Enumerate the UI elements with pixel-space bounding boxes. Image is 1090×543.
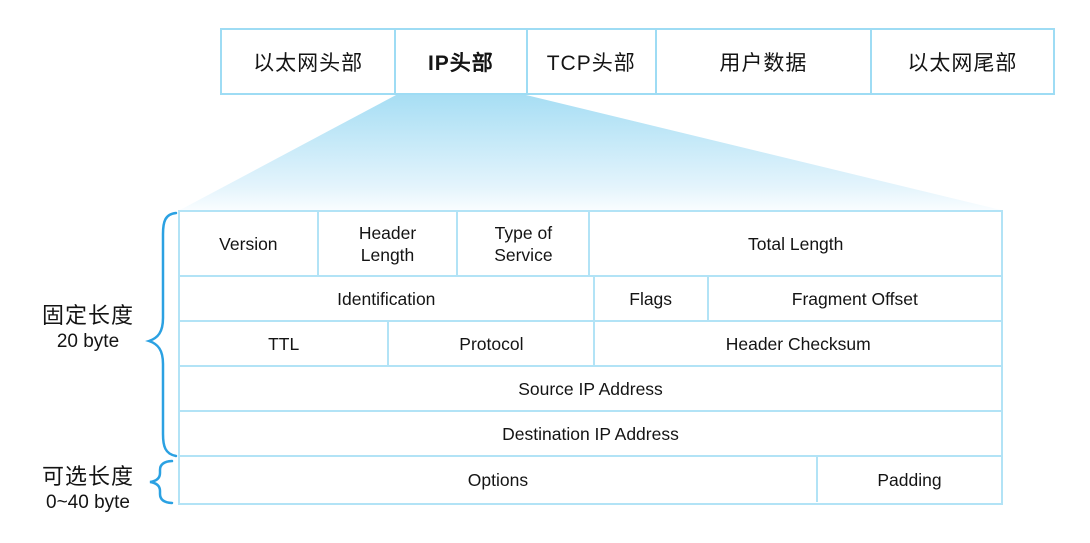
- field-label: TTL: [268, 333, 300, 354]
- optional-length-title: 可选长度: [41, 464, 134, 489]
- frame-cell-label: 以太网尾部: [907, 51, 1018, 75]
- field-destination-ip: Destination IP Address: [180, 412, 1001, 455]
- field-label: Protocol: [459, 333, 524, 354]
- field-label: Padding: [877, 469, 942, 490]
- field-label: Destination IP Address: [502, 423, 679, 444]
- frame-cell-label: 以太网头部: [253, 51, 364, 75]
- field-header-checksum: Header Checksum: [595, 322, 1001, 365]
- field-label: Options: [467, 469, 529, 490]
- field-fragment-offset: Fragment Offset: [709, 277, 1001, 320]
- frame-cell-ethernet-trailer: 以太网尾部: [872, 30, 1053, 93]
- fixed-length-title: 固定长度: [41, 303, 134, 328]
- optional-length-value: 0~40 byte: [46, 492, 130, 513]
- field-label: Header Checksum: [725, 333, 871, 354]
- zoom-funnel-shape: [180, 95, 1001, 210]
- table-row: Source IP Address: [180, 367, 1001, 412]
- ip-header-table: Version Header Length Type of Service To…: [178, 210, 1003, 505]
- field-type-of-service: Type of Service: [458, 212, 591, 275]
- table-row: Identification Flags Fragment Offset: [180, 277, 1001, 322]
- frame-cell-tcp-header: TCP头部: [528, 30, 657, 93]
- field-options: Options: [180, 457, 818, 502]
- field-protocol: Protocol: [389, 322, 596, 365]
- field-label: Fragment Offset: [791, 288, 918, 309]
- field-source-ip: Source IP Address: [180, 367, 1001, 410]
- field-total-length: Total Length: [590, 212, 1001, 275]
- table-row: Destination IP Address: [180, 412, 1001, 457]
- field-label: Identification: [337, 288, 436, 309]
- ethernet-frame-row: 以太网头部 IP头部 TCP头部 用户数据 以太网尾部: [220, 28, 1055, 95]
- fixed-length-brace: [145, 211, 178, 458]
- field-padding: Padding: [818, 457, 1001, 502]
- field-label: Type of Service: [494, 222, 553, 265]
- field-version: Version: [180, 212, 319, 275]
- field-label: Source IP Address: [518, 378, 663, 399]
- table-row: Options Padding: [180, 457, 1001, 502]
- frame-cell-ip-header: IP头部: [396, 30, 528, 93]
- frame-cell-label: IP头部: [427, 51, 494, 75]
- optional-length-brace: [149, 459, 174, 505]
- field-ttl: TTL: [180, 322, 390, 365]
- table-row: Version Header Length Type of Service To…: [180, 212, 1001, 277]
- field-header-length: Header Length: [319, 212, 459, 275]
- optional-length-label: 可选长度 0~40 byte: [24, 463, 152, 515]
- fixed-length-label: 固定长度 20 byte: [24, 302, 152, 354]
- field-identification: Identification: [180, 277, 595, 320]
- fixed-length-value: 20 byte: [56, 331, 120, 352]
- table-row: TTL Protocol Header Checksum: [180, 322, 1001, 367]
- field-label: Flags: [629, 288, 673, 309]
- field-label: Header Length: [358, 222, 417, 265]
- field-label: Version: [219, 233, 278, 254]
- frame-cell-user-data: 用户数据: [657, 30, 872, 93]
- field-label: Total Length: [748, 233, 844, 254]
- frame-cell-label: TCP头部: [546, 51, 636, 75]
- frame-cell-ethernet-header: 以太网头部: [222, 30, 397, 93]
- frame-cell-label: 用户数据: [719, 51, 808, 75]
- field-flags: Flags: [595, 277, 709, 320]
